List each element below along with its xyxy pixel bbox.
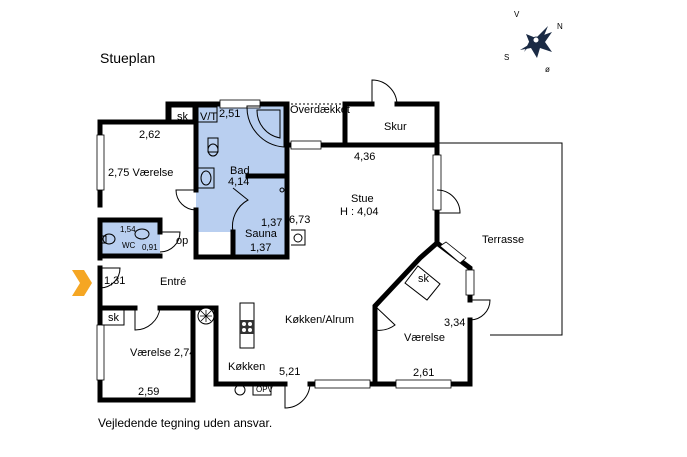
label-wc-top: 1,54	[120, 225, 136, 234]
label-vaerelse2-bottom: 2,59	[138, 386, 159, 398]
label-vaerelse1: 2,75 Værelse	[108, 167, 173, 179]
label-kokken: Køkken	[228, 361, 265, 373]
label-entre: Entré	[160, 276, 186, 288]
compass-o: ø	[545, 65, 550, 74]
wc-area	[102, 222, 160, 256]
label-stue-height: H : 4,04	[340, 206, 379, 218]
windows	[96, 99, 475, 389]
label-vaerelse1-width: 2,62	[139, 129, 160, 141]
compass-s: S	[504, 53, 509, 62]
label-sk-1: sk	[177, 111, 189, 123]
label-bad-top: 2,51	[219, 108, 240, 120]
doors	[99, 79, 491, 409]
label-sauna-w: 1,37	[261, 217, 282, 229]
label-opv: OPV	[256, 385, 274, 394]
bathroom-area	[196, 104, 287, 257]
label-entre-width: 1,31	[104, 275, 125, 287]
label-vaerelse3: Værelse	[404, 332, 445, 344]
label-kokken-width: 5,21	[279, 366, 300, 378]
label-sauna: Sauna	[245, 228, 278, 240]
entry-arrow-icon	[72, 270, 92, 296]
label-vaerelse2: Værelse 2,74	[130, 347, 195, 359]
label-skur: Skur	[384, 121, 407, 133]
label-sauna-bottom: 1,37	[250, 242, 271, 254]
label-vaerelse3-width: 2,61	[413, 367, 434, 379]
label-stue: Stue	[351, 193, 374, 205]
label-sauna-depth: 6,73	[289, 214, 310, 226]
label-sk-2: sk	[108, 312, 120, 324]
label-sk-3: sk	[418, 273, 430, 285]
label-terrasse: Terrasse	[482, 234, 524, 246]
compass-rose-icon: V N S ø	[504, 10, 563, 74]
footer-disclaimer: Vejledende tegning uden ansvar.	[98, 416, 272, 430]
terrace-outline	[437, 142, 563, 336]
fixtures	[101, 105, 441, 396]
label-op: op	[176, 235, 188, 247]
room-labels: Overdækket Skur 4,36 sk V/T 2,51 2,62 2,…	[104, 104, 524, 398]
plan-title: Stueplan	[100, 50, 155, 66]
label-vt: V/T	[200, 111, 217, 123]
label-kokken-alrum: Køkken/Alrum	[285, 314, 354, 326]
label-skur-width: 4,36	[354, 151, 375, 163]
label-wc-depth: 0,91	[142, 243, 158, 252]
label-bad-depth: 4,14	[228, 176, 249, 188]
label-wc: WC	[122, 241, 136, 250]
compass-n: N	[557, 22, 563, 31]
label-vaerelse3-depth: 3,34	[444, 317, 465, 329]
label-overdaekket: Overdækket	[290, 104, 350, 116]
compass-v: V	[514, 10, 520, 19]
label-bad: Bad	[230, 165, 250, 177]
